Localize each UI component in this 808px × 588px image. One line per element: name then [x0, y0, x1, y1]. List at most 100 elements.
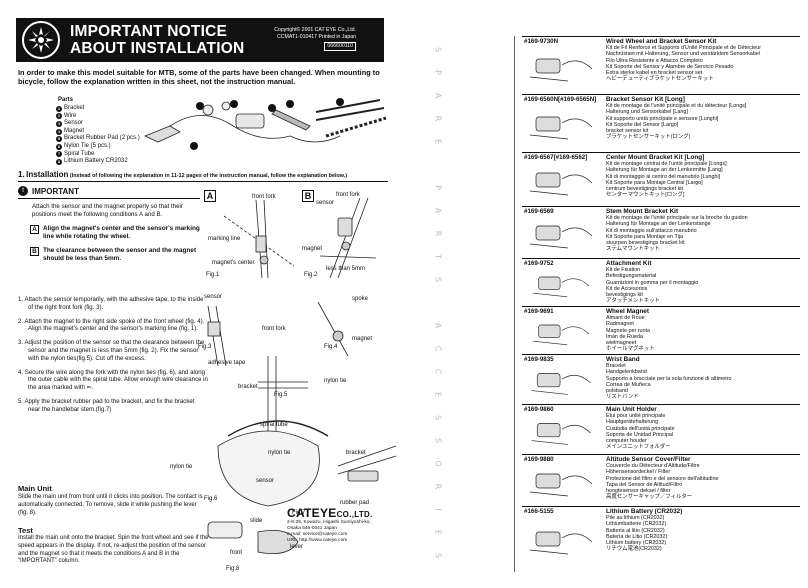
- fig1-front-fork: front fork: [252, 194, 276, 200]
- kit-translation: Extra sterke kabel en bracket sensor set: [606, 70, 703, 77]
- fig6-sensor: sensor: [256, 478, 275, 484]
- fig1-label: Fig.1: [206, 272, 220, 278]
- fig6-nylon-tie: nylon tie: [268, 450, 291, 456]
- vertical-letter: R: [433, 483, 443, 490]
- section-note: (Instead of following the explanation in…: [69, 173, 348, 179]
- fig7-bracket: bracket: [346, 450, 366, 456]
- fig2-sensor: sensor: [316, 200, 335, 206]
- kit-translation: Kit Soporte del Sensor y Alambre de Serv…: [606, 63, 734, 70]
- kit-code: #169-6560N[#169-6565N]: [524, 96, 597, 103]
- kit-title: Lithium Battery (CR2032): [606, 508, 683, 515]
- kit-translation: polsband: [606, 388, 628, 395]
- vertical-letter: C: [433, 345, 443, 352]
- kit-description: Lithium Battery (CR2032)Pile au lithium …: [606, 508, 800, 553]
- kit-translation: Protezione del filtro e del sensore dell…: [606, 475, 719, 482]
- kit-title: Center Mount Bracket Kit [Long]: [606, 154, 705, 161]
- kit-translation: ブラケットセンサーキット(ロング): [606, 134, 691, 141]
- installation-step: 2. Attach the magnet to the right side s…: [18, 317, 205, 333]
- fig3-adhesive-tape: adhesive tape: [208, 360, 246, 366]
- company-url: URL: http://www.cateye.com: [287, 538, 348, 543]
- important-box: ! IMPORTANT Attach the sensor and the ma…: [18, 186, 200, 276]
- vertical-letter: E: [433, 391, 443, 398]
- fig6-bracket: bracket: [238, 384, 258, 390]
- kit-translation: bracket sensor kit: [606, 128, 649, 135]
- part-number-badge: 3: [56, 120, 62, 127]
- part-label: Spiral Tube: [64, 150, 95, 157]
- kit-translation: Halterung und Sensorkabel [Lang]: [606, 109, 688, 116]
- intro-text: In order to make this model suitable for…: [18, 68, 380, 86]
- kit-translation: Lithium battery (CR2032): [606, 540, 667, 547]
- company-suffix: CO.,LTD.: [336, 510, 373, 519]
- kit-translation: Befestigungsmaterial: [606, 273, 657, 280]
- kit-translation: 高度センサーキャップ／フィルター: [606, 494, 693, 501]
- kit-translation: computer houder: [606, 438, 647, 445]
- part-number-badge: 4: [56, 128, 62, 135]
- fig3-label: Fig.3: [198, 344, 212, 350]
- part-number-badge: 2: [56, 113, 62, 120]
- kit-translation: Batería de Litio (CR2032): [606, 533, 668, 540]
- fig-2-illustration: [319, 197, 377, 279]
- title-line-1: IMPORTANT NOTICE: [70, 23, 228, 40]
- parts-illustration: [143, 98, 387, 150]
- kit-translation: Soporte de Unidad Principal: [606, 431, 674, 438]
- kit-code: #169-9752: [524, 260, 554, 267]
- vertical-letter: [420, 296, 443, 310]
- kit-translation: Correa de Muñeca: [606, 381, 651, 388]
- parts-title: Parts: [58, 97, 74, 103]
- divider: [522, 152, 800, 153]
- part-number-badge: 5: [56, 136, 62, 143]
- fig4-spoke: spoke: [352, 296, 369, 302]
- fig-a-letter: A: [204, 190, 216, 202]
- part-label: Lithium Battery CR2032: [64, 158, 128, 165]
- kit-translation: Halterung für Montage an der Lenkermitte…: [606, 167, 723, 174]
- kit-code: #169-9730N: [524, 38, 559, 45]
- page-title: IMPORTANT NOTICE ABOUT INSTALLATION: [70, 23, 244, 57]
- divider: [522, 206, 800, 207]
- kit-translation: Aimant de Roue: [606, 315, 645, 321]
- kit-code: #169-9860: [524, 406, 554, 413]
- installation-heading: 1. Installation (Instead of following th…: [18, 170, 388, 182]
- kit-translation: センターマウントキット[ロング]: [606, 192, 685, 199]
- installation-steps: 1. Attach the sensor temporarily, with t…: [18, 296, 208, 420]
- address-line-2: Osaka 546-0041 Japan: [287, 526, 337, 531]
- fig7-rubber-pad: rubber pad: [340, 500, 370, 506]
- divider: [522, 306, 800, 307]
- installation-step: 1. Attach the sensor temporarily, with t…: [18, 296, 204, 311]
- kit-translation: Kit Soporte para Montaje Central [Largo]: [606, 179, 703, 186]
- kit-title: Wrist Band: [606, 356, 640, 363]
- kit-translation: Batteria al litio (CR2032): [606, 527, 665, 534]
- kit-translation: Guarnizioni in gomma per il montaggio: [606, 279, 699, 286]
- doc-code: CCMAT1-010417: [277, 34, 318, 40]
- kit-translation: Couvercle du Détecteur d'Altitude/Filtre: [606, 463, 700, 469]
- vertical-letter: S: [433, 552, 443, 559]
- title-line-2: ABOUT INSTALLATION: [70, 40, 245, 57]
- kit-title: Main Unit Holder: [606, 406, 657, 413]
- copyright: Copyright© 2001 CAT EYE Co.,Ltd.: [274, 27, 356, 33]
- kit-code: #169-6569: [524, 208, 554, 215]
- vertical-letter: R: [433, 230, 443, 237]
- header-meta: Copyright© 2001 CAT EYE Co.,Ltd. CCMAT1-…: [274, 27, 356, 51]
- divider: [522, 354, 800, 355]
- language-letter: E: [368, 30, 383, 55]
- divider: [522, 506, 800, 507]
- kit-translation: Custodia dell'unità principale: [606, 425, 675, 432]
- kit-translation: centrum bevestigings bracket kit: [606, 186, 684, 193]
- fig3-sensor: sensor: [204, 294, 223, 300]
- fig8-label: Fig.8: [226, 566, 240, 572]
- fig1-marking-line: marking line: [208, 236, 241, 242]
- address-line-1: 2-8-25, Kuwazu, Higashi Sumiyoshi-ku,: [287, 520, 371, 525]
- kit-translation: リチウム電池(CR2032): [606, 546, 662, 553]
- kit-illustration: [529, 58, 593, 82]
- kit-translation: Handgelenkband: [606, 369, 647, 376]
- kit-illustration: [529, 116, 593, 140]
- fig3-front-fork: front fork: [262, 326, 286, 332]
